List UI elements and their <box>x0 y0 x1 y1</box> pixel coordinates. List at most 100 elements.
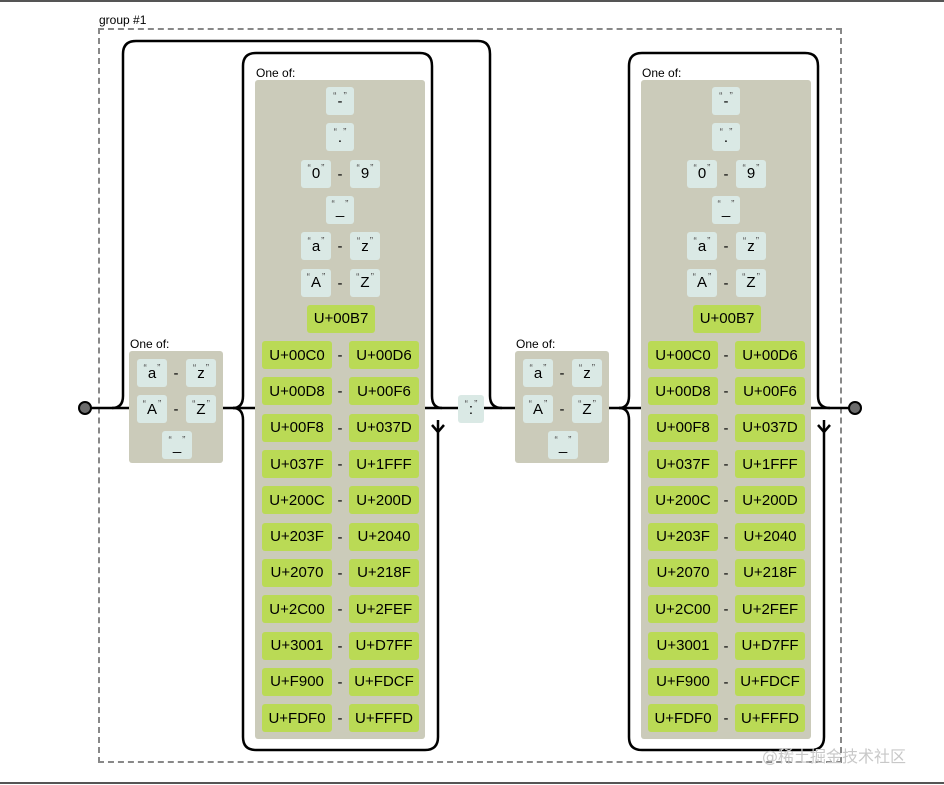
open-quote: “ <box>719 126 723 138</box>
close-quote: ” <box>321 163 325 175</box>
literal-char: z <box>583 364 591 382</box>
close-quote: ” <box>729 126 733 138</box>
close-quote: ” <box>345 199 349 211</box>
close-quote: ” <box>592 398 596 410</box>
range-dash: - <box>337 274 343 292</box>
codepoint-box: U+218F <box>349 558 419 587</box>
close-quote: ” <box>157 362 161 374</box>
literal-box: “0” <box>687 159 717 188</box>
literal-box: “a” <box>301 232 331 261</box>
literal-char: : <box>468 400 474 418</box>
range-dash: - <box>337 528 343 546</box>
close-quote: ” <box>158 398 162 410</box>
literal-char: A <box>532 400 543 418</box>
codepoint-box: U+2040 <box>735 522 805 551</box>
literal-char: . <box>723 128 729 146</box>
literal-box: “.” <box>712 123 740 152</box>
open-quote: “ <box>693 235 697 247</box>
open-quote: “ <box>554 434 558 446</box>
close-quote: ” <box>707 163 711 175</box>
codepoint-box: U+200C <box>648 486 718 515</box>
range-dash: - <box>559 401 565 418</box>
open-quote: “ <box>356 235 361 247</box>
literal-char: 9 <box>360 165 370 183</box>
top-border <box>0 0 944 2</box>
open-quote: “ <box>307 163 311 175</box>
literal-box: “a” <box>523 359 553 387</box>
open-quote: “ <box>529 362 533 374</box>
codepoint-box: U+FDF0 <box>262 704 332 733</box>
literal-char: _ <box>558 436 568 454</box>
connector-line <box>111 39 503 410</box>
range-dash: - <box>723 637 729 655</box>
range-dash: - <box>723 492 729 510</box>
literal-char: - <box>723 92 729 110</box>
codepoint-box: U+1FFF <box>735 450 805 478</box>
literal-char: 0 <box>697 165 707 183</box>
close-quote: ” <box>474 398 478 410</box>
connector-line <box>232 51 443 410</box>
literal-box: “-” <box>712 87 740 115</box>
range-dash: - <box>723 165 729 183</box>
open-quote: “ <box>142 398 146 410</box>
codepoint-box: U+FDCF <box>735 667 805 696</box>
close-quote: ” <box>729 90 733 102</box>
codepoint-box: U+00C0 <box>648 341 718 370</box>
close-quote: ” <box>205 362 210 374</box>
one-of-label: One of: <box>642 66 682 80</box>
literal-box: “A” <box>523 395 553 423</box>
open-quote: “ <box>307 235 311 247</box>
connector-line <box>431 424 445 434</box>
literal-char: A <box>696 274 707 291</box>
codepoint-box: U+FFFD <box>735 704 805 733</box>
literal-char: a <box>533 364 543 382</box>
codepoint-box: U+2FEF <box>349 595 419 624</box>
open-quote: “ <box>192 398 196 410</box>
open-quote: “ <box>333 90 337 102</box>
open-quote: “ <box>578 398 582 410</box>
open-quote: “ <box>742 235 747 247</box>
codepoint-box: U+00D8 <box>262 377 332 406</box>
one-of-label: One of: <box>130 337 170 351</box>
close-quote: ” <box>731 199 735 211</box>
range-dash: - <box>723 274 729 292</box>
literal-box: “Z” <box>572 395 602 423</box>
codepoint-box: U+00F6 <box>735 377 805 406</box>
codepoint-box: U+2C00 <box>262 595 332 624</box>
literal-box: “A” <box>687 268 717 297</box>
open-quote: “ <box>168 434 172 446</box>
range-dash: - <box>723 564 729 582</box>
literal-char: Z <box>360 274 370 291</box>
codepoint-box: U+2FEF <box>735 595 805 624</box>
codepoint-box: U+F900 <box>262 667 332 696</box>
codepoint-box: U+FDCF <box>349 667 419 696</box>
codepoint-box: U+200C <box>262 486 332 515</box>
codepoint-box: U+3001 <box>648 631 718 660</box>
literal-char: Z <box>196 400 206 418</box>
range-dash: - <box>723 710 729 728</box>
codepoint-box: U+FFFD <box>349 704 419 733</box>
group-box <box>98 28 842 763</box>
codepoint-box: U+037F <box>262 450 332 478</box>
literal-char: _ <box>721 201 731 219</box>
range-dash: - <box>337 238 343 256</box>
close-quote: ” <box>708 272 712 283</box>
watermark: @稀土掘金技术社区 <box>762 747 907 766</box>
literal-box: “z” <box>350 232 380 261</box>
literal-box: “_” <box>326 195 354 224</box>
codepoint-box: U+00C0 <box>262 341 332 370</box>
codepoint-box: U+00F8 <box>648 413 718 442</box>
connector-line <box>232 406 440 752</box>
group-label: group #1 <box>99 13 147 27</box>
literal-box: “z” <box>572 359 602 387</box>
close-quote: ” <box>707 235 711 247</box>
literal-char: z <box>747 237 755 255</box>
range-dash: - <box>723 383 729 401</box>
codepoint-box: U+F900 <box>648 667 718 696</box>
literal-char: - <box>337 92 343 110</box>
close-quote: ” <box>370 272 374 283</box>
literal-char: a <box>311 237 321 255</box>
close-quote: ” <box>568 434 572 446</box>
codepoint-box: U+3001 <box>262 631 332 660</box>
one-of-label: One of: <box>516 337 556 351</box>
